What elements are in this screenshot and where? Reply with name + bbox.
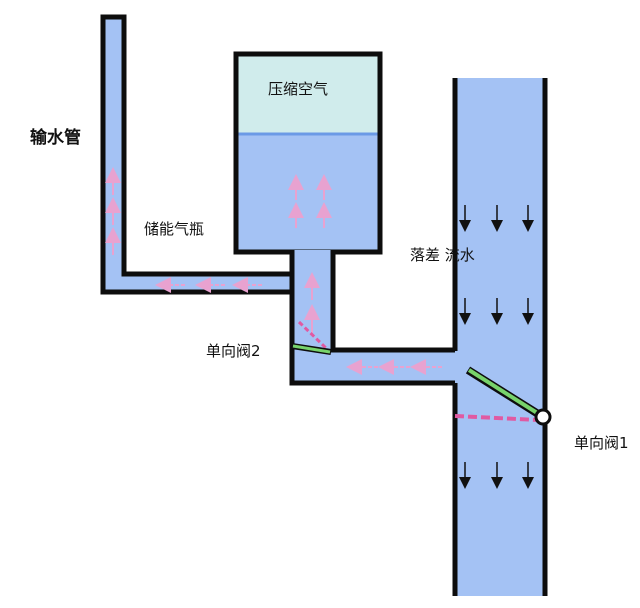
tank-flow-arrows	[288, 174, 332, 335]
valve-1-label: 单向阀1	[574, 434, 629, 452]
check-valve-1	[454, 366, 552, 426]
compressed-air-region	[236, 54, 380, 134]
pivot-icon	[534, 408, 552, 426]
fall-pipe	[452, 78, 548, 596]
storage-tank	[233, 51, 383, 255]
tank-water-region	[236, 134, 380, 252]
fall-flow-label: 落差 流水	[410, 246, 475, 264]
storage-tank-label: 储能气瓶	[144, 220, 205, 238]
check-valve-2	[291, 320, 332, 355]
fall-flow-arrows	[459, 205, 534, 489]
valve-2-flap	[292, 344, 331, 354]
valve-1-closed-position	[454, 414, 539, 422]
connector-pipe	[289, 250, 460, 386]
valve-2-label: 单向阀2	[206, 342, 261, 360]
compressed-air-label: 压缩空气	[268, 80, 329, 98]
pipe-flow-arrows	[105, 167, 262, 293]
valve-2-open-position	[297, 320, 329, 351]
valve-1-flap	[467, 368, 544, 418]
pipe-label: 输水管	[30, 128, 81, 148]
